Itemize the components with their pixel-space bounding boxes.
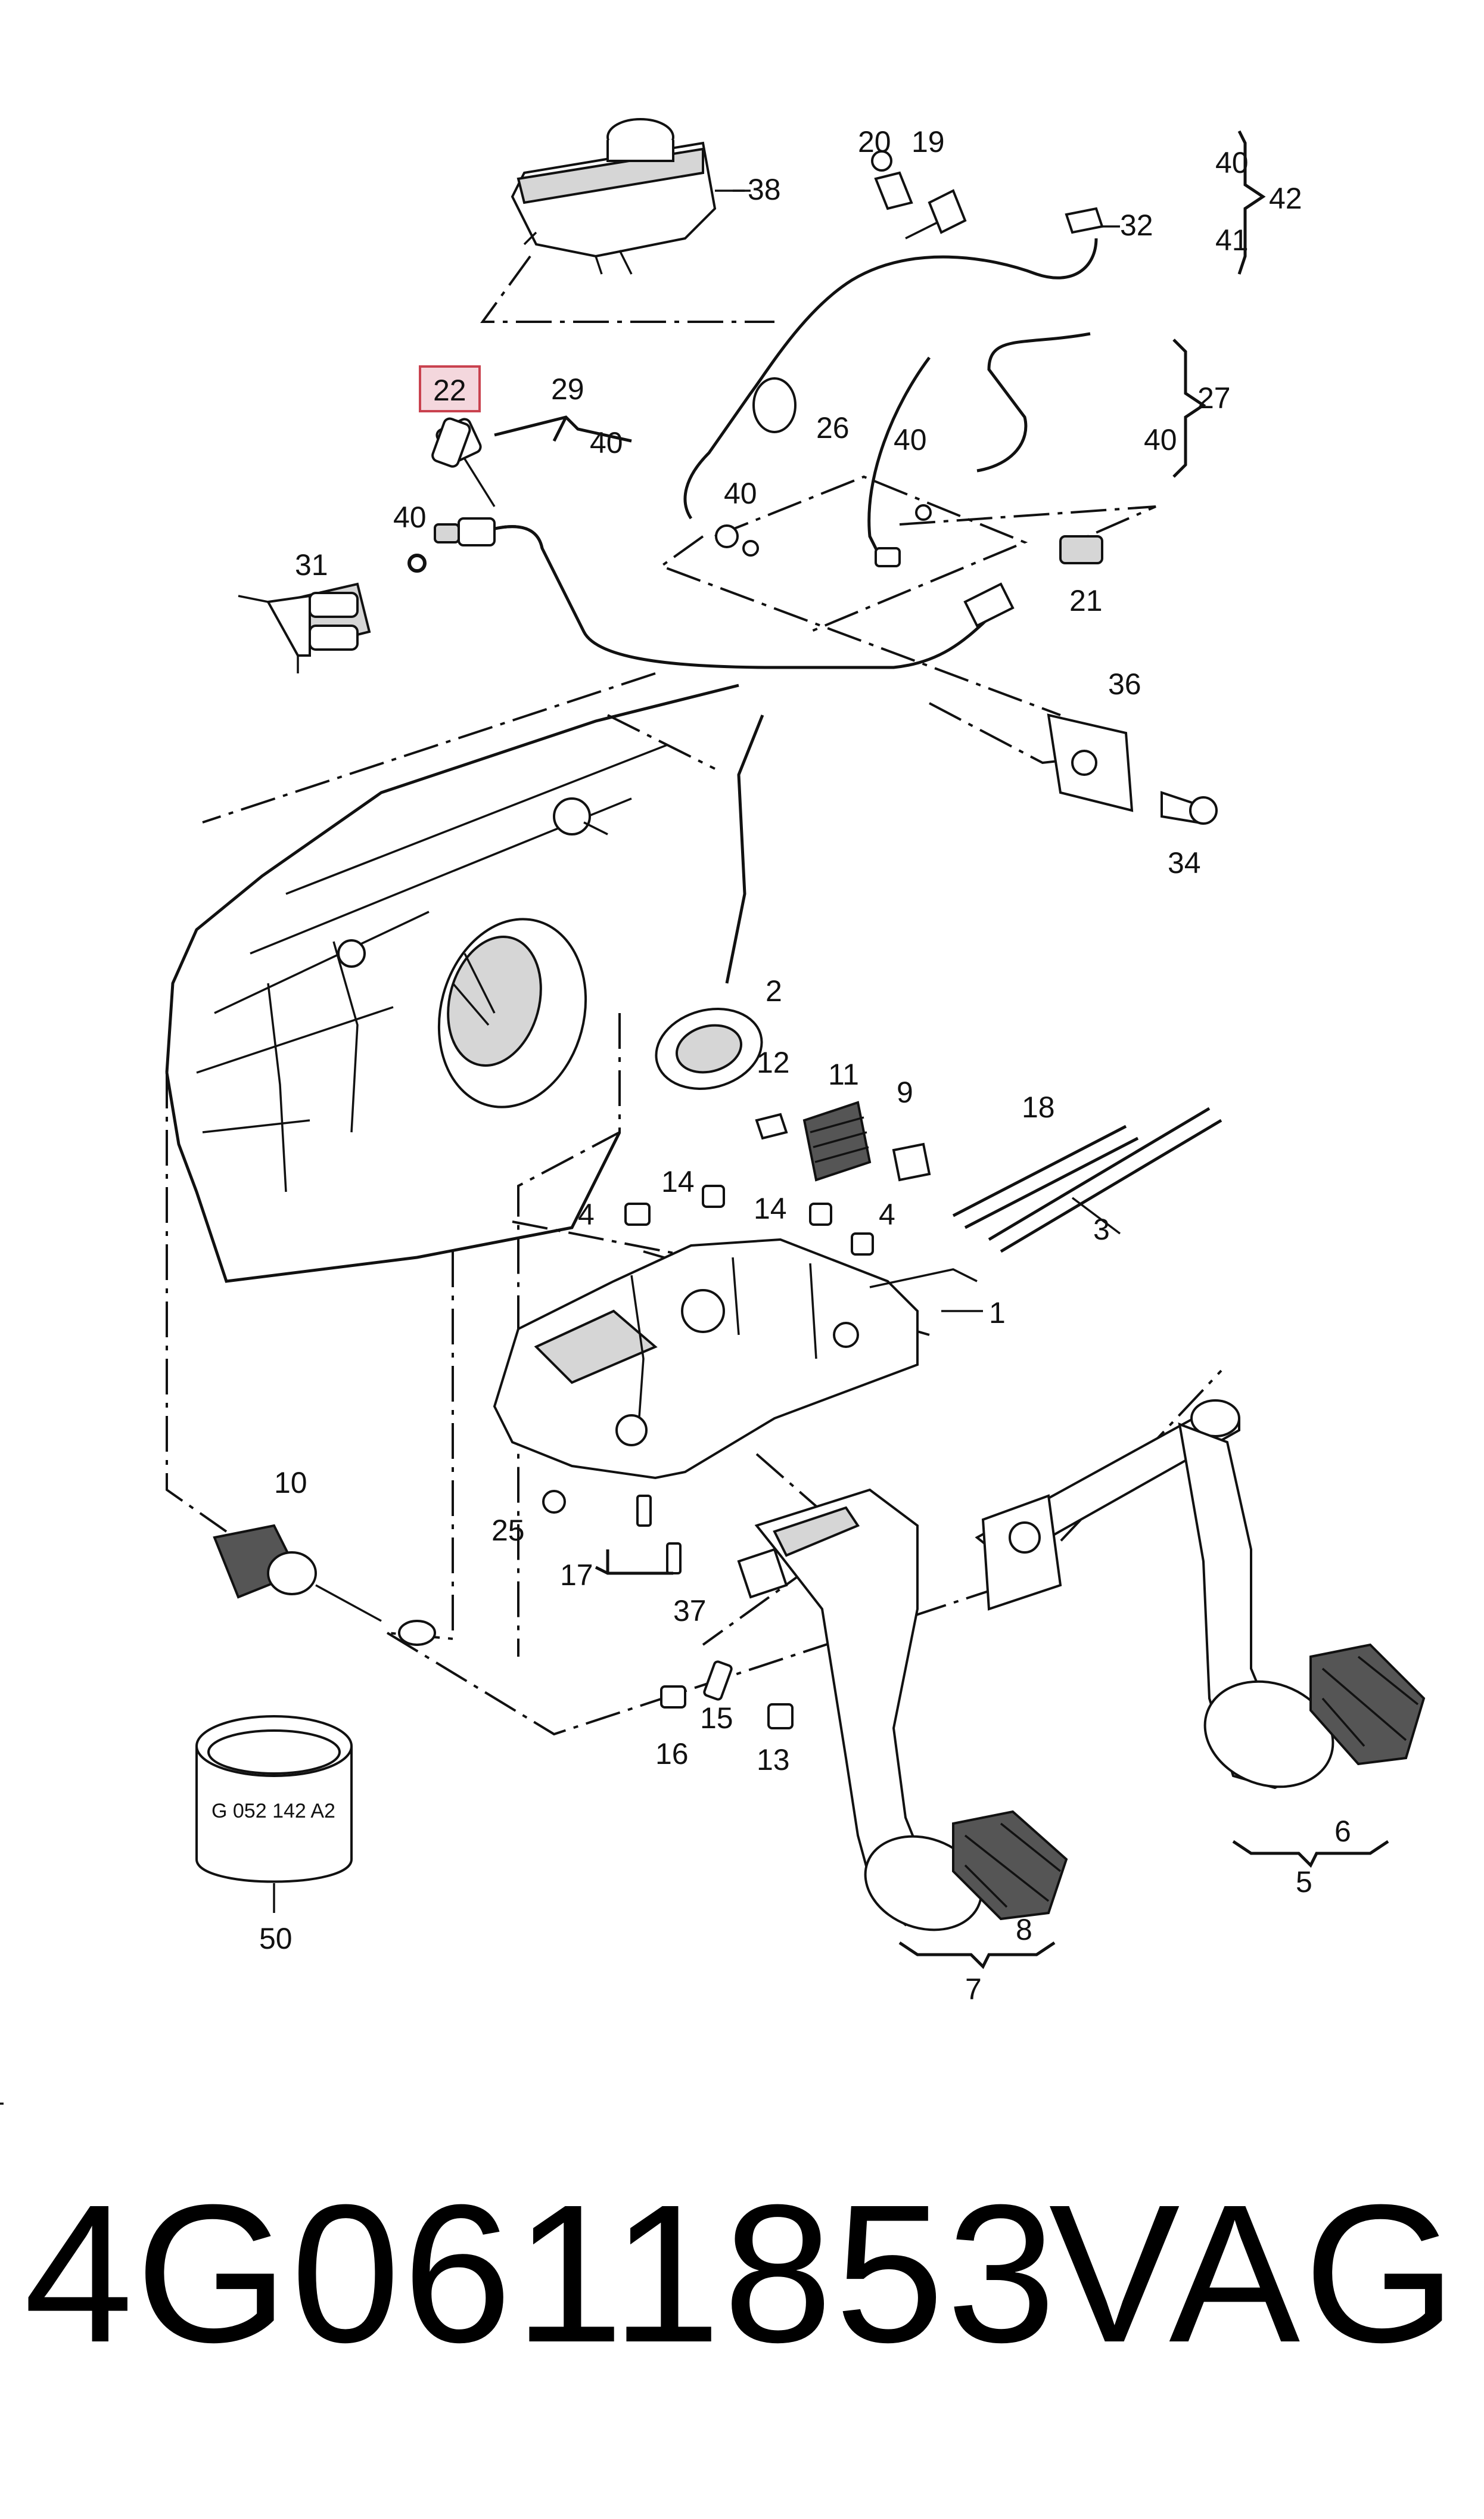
callout-14-a: 14 [661,1165,695,1198]
vehicle-bulkhead [165,684,764,1283]
highlighted-callout-22[interactable]: 22 [419,365,496,507]
callout-40-e: 40 [1144,423,1177,456]
callout-12: 12 [757,1046,790,1079]
callout-4-a: 4 [578,1198,595,1231]
bracket-marks [494,130,1389,1970]
grommet-seal [655,1008,763,1090]
callout-27: 27 [1197,381,1231,415]
callout-2: 2 [766,974,782,1008]
small-clips [624,1185,874,1256]
callout-18: 18 [1022,1091,1055,1124]
callout-3: 3 [1093,1213,1110,1246]
callout-38: 38 [748,173,781,206]
callout-26: 26 [816,411,850,445]
pedal-bracket [493,1238,978,1480]
callout-20: 20 [858,125,891,159]
callout-9: 9 [897,1076,913,1109]
callout-11: 11 [828,1058,859,1091]
clutch-pedal [754,1488,1068,1931]
callout-40-a: 40 [1215,146,1249,179]
brake-pedal [975,1399,1426,1790]
grease-can [195,1715,353,1913]
brake-fluid-reservoir [511,118,745,275]
callout-6: 6 [1334,1815,1351,1848]
brand-label: VAG [1049,2163,1460,2383]
parts-exploded-diagram: 38 20 19 32 40 42 41 29 40 40 26 40 27 4… [0,118,1426,2105]
callout-17: 17 [560,1558,593,1592]
callout-21: 21 [1069,584,1103,617]
callout-25: 25 [491,1514,525,1547]
callout-15: 15 [700,1701,733,1735]
callout-4-b: 4 [879,1198,895,1231]
clutch-master-cylinder [238,555,425,673]
callout-36: 36 [1108,667,1141,701]
callout-14-b: 14 [754,1192,787,1225]
fasteners [542,1490,794,1729]
callout-50: 50 [259,1922,293,1955]
pivot-rods [952,1107,1222,1253]
highlight-box [419,365,481,412]
callout-22: 22 [433,374,466,407]
callout-29: 29 [551,372,584,406]
part-22-bushing [431,417,471,468]
callout-37: 37 [673,1594,707,1627]
callout-16: 16 [655,1737,689,1771]
callout-5: 5 [1296,1865,1312,1899]
callout-41: 41 [1215,223,1249,257]
grease-can-label: G 052 142 A2 [211,1800,335,1822]
hydraulic-lines [470,213,1098,669]
callout-13: 13 [757,1743,790,1776]
callout-8: 8 [1016,1913,1032,1946]
callout-40-f: 40 [393,501,427,534]
line-bracket [1047,713,1218,825]
callout-31: 31 [295,548,328,582]
callout-19: 19 [911,125,945,159]
callout-40-d: 40 [894,423,927,456]
callout-32: 32 [1120,209,1153,242]
callout-1: 1 [989,1296,1006,1330]
part-number: 4G0611853 [24,2163,1059,2383]
clutch-pedal-switch [213,1524,436,1646]
callout-40-b: 40 [590,426,623,459]
callout-10: 10 [274,1466,307,1499]
spring-and-clips [755,1101,931,1182]
callout-7: 7 [965,1973,982,2006]
callout-42: 42 [1269,182,1302,215]
callout-40-c: 40 [724,477,757,510]
callout-labels: 38 20 19 32 40 42 41 29 40 40 26 40 27 4… [259,125,1351,2006]
callout-34: 34 [1168,846,1201,880]
